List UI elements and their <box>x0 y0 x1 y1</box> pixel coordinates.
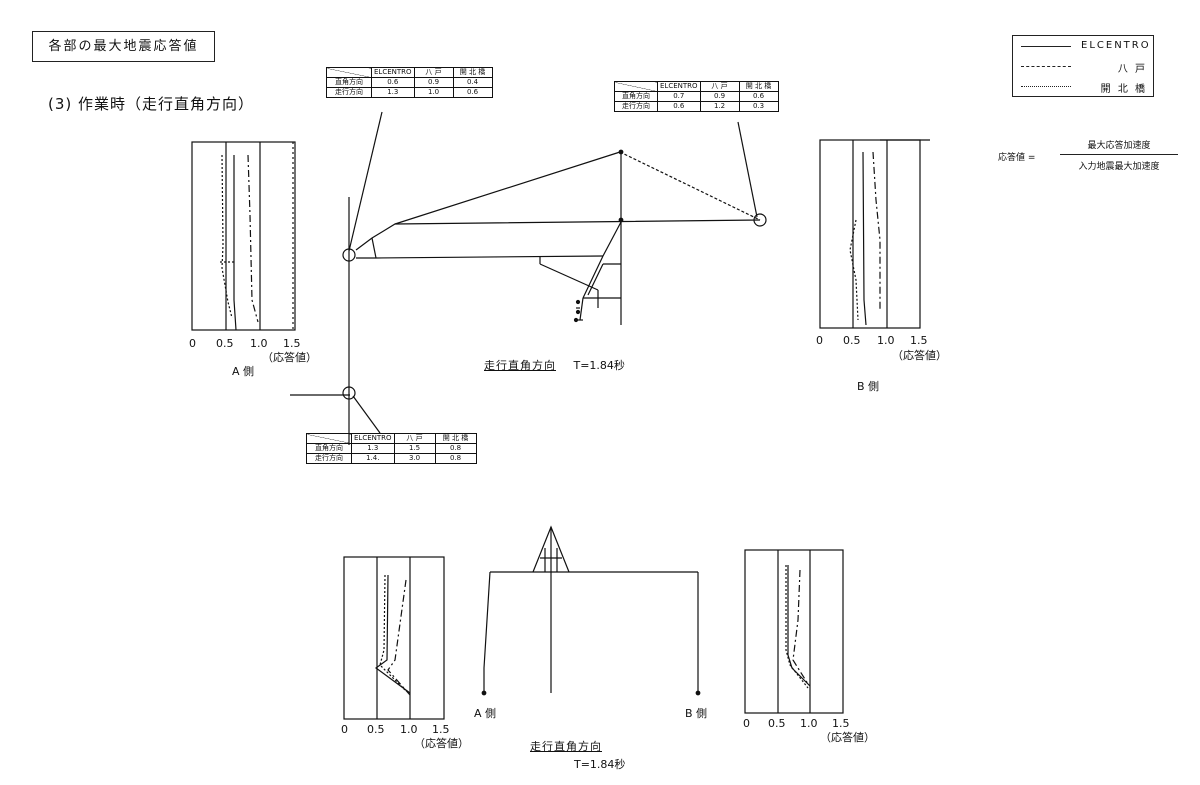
legend-label: 八 戸 <box>1117 64 1147 75</box>
legend-item-elcentro: ELCENTRO <box>1013 38 1153 54</box>
legend-swatch-dotted <box>1021 86 1071 87</box>
plot-line-kaihokukyo <box>221 154 233 319</box>
response-plot-lower-right <box>744 549 844 714</box>
plot-line-hachinohe <box>792 569 809 685</box>
tick-label: 1.0 <box>400 723 418 736</box>
tick-label: 0 <box>341 723 348 736</box>
plot-line-elcentro <box>787 565 811 687</box>
axis-unit: （応答値） <box>820 731 875 744</box>
tick-label: 0 <box>816 334 823 347</box>
response-table-middle: ELCENTRO 八 戸 開 北 橋 直角方向 1.3 1.5 0.8 走行方向… <box>306 433 477 464</box>
plot-line-hachinohe <box>247 154 259 323</box>
tick-label: 1.0 <box>250 337 268 350</box>
plot-line-hachinohe <box>872 151 881 310</box>
tick-label: 1.5 <box>432 723 450 736</box>
side-label-a: A 側 <box>232 365 255 378</box>
tick-label: 0.5 <box>367 723 385 736</box>
crane-structure-lower <box>481 525 701 696</box>
plot-line-kaihokukyo <box>849 219 859 321</box>
formula-lhs: 応答値 = <box>998 153 1036 163</box>
row-label: 走行方向 <box>614 101 658 112</box>
legend: ELCENTRO 八 戸 開 北 橋 <box>1012 35 1154 97</box>
formula-numerator: 最大応答加速度 <box>1087 141 1151 151</box>
formula-fraction: 最大応答加速度 入力地震最大加速度 <box>1060 138 1178 172</box>
formula-denominator: 入力地震最大加速度 <box>1078 162 1160 172</box>
measure-point-b <box>753 213 767 227</box>
response-plot-upper-right <box>819 139 930 329</box>
crane-structure-upper <box>290 111 767 445</box>
plot-line-elcentro <box>374 574 411 694</box>
legend-swatch-solid <box>1021 46 1071 47</box>
section-subtitle: (3) 作業時（走行直角方向） <box>48 95 255 113</box>
tick-label: 0.5 <box>843 334 861 347</box>
table-cell: 0.6 <box>452 87 493 98</box>
tick-label: 0 <box>189 337 196 350</box>
tick-label: 0.5 <box>768 717 786 730</box>
axis-unit: （応答値） <box>262 351 317 364</box>
fraction-bar <box>1060 154 1178 155</box>
side-label-b: B 側 <box>857 380 880 393</box>
legend-label: 開 北 橋 <box>1100 84 1147 95</box>
response-plot-lower-left <box>343 556 445 720</box>
legend-item-hachinohe: 八 戸 <box>1013 58 1153 75</box>
legend-swatch-dashdot <box>1021 66 1071 67</box>
table-cell: 0.8 <box>434 453 477 464</box>
tick-label: 0.5 <box>216 337 234 350</box>
tick-label: 1.5 <box>910 334 928 347</box>
tick-label: 1.0 <box>800 717 818 730</box>
legend-label: ELCENTRO <box>1081 40 1151 51</box>
row-label: 走行方向 <box>306 453 352 464</box>
tick-label: 0 <box>743 717 750 730</box>
caption-upper: 走行直角方向 T=1.84秒 <box>484 357 625 373</box>
caption-lower-direction: 走行直角方向 <box>530 738 602 754</box>
tick-label: 1.5 <box>832 717 850 730</box>
axis-unit: （応答値） <box>892 349 947 362</box>
caption-direction: 走行直角方向 <box>530 740 602 753</box>
response-table-top-right: ELCENTRO 八 戸 開 北 橋 直角方向 0.7 0.9 0.6 走行方向… <box>614 81 779 112</box>
caption-lower-period: T=1.84秒 <box>574 758 626 771</box>
caption-period: T=1.84秒 <box>573 359 625 372</box>
side-label-a: A 側 <box>474 707 497 720</box>
measure-point-a-lower <box>342 386 356 400</box>
axis-unit: （応答値） <box>414 737 469 750</box>
table-cell: 0.3 <box>738 101 779 112</box>
plot-line-elcentro <box>233 155 237 331</box>
plot-line-hachinohe <box>387 579 411 696</box>
plot-line-kaihokukyo <box>785 565 809 689</box>
legend-item-kaihokukyo: 開 北 橋 <box>1013 78 1153 95</box>
caption-direction: 走行直角方向 <box>484 359 556 372</box>
row-label: 走行方向 <box>326 87 372 98</box>
plot-line-kaihokukyo <box>379 574 406 691</box>
side-label-b: B 側 <box>685 707 708 720</box>
page-title: 各部の最大地震応答値 <box>32 31 215 62</box>
plot-line-elcentro <box>862 151 867 326</box>
tick-label: 1.5 <box>283 337 301 350</box>
tick-label: 1.0 <box>877 334 895 347</box>
response-table-top-left: ELCENTRO 八 戸 開 北 橋 直角方向 0.6 0.9 0.4 走行方向… <box>326 67 493 98</box>
response-plot-upper-left <box>191 141 296 331</box>
